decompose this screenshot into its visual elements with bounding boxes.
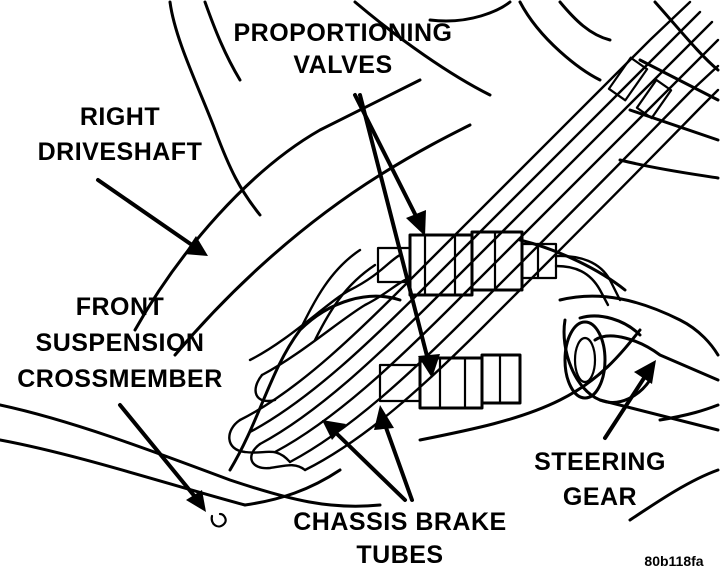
label-proportioning-valves: PROPORTIONING VALVES: [233, 19, 452, 79]
brake-tube-bundle: [228, 0, 720, 472]
steering-gear: [562, 314, 720, 432]
label-crossmember-line1: FRONT: [76, 293, 165, 321]
chassis-outline: [0, 0, 720, 522]
label-crossmember-line2: SUSPENSION: [36, 329, 205, 357]
label-right-driveshaft: RIGHT DRIVESHAFT: [38, 103, 203, 166]
label-front-suspension-crossmember: FRONT SUSPENSION CROSSMEMBER: [17, 293, 223, 393]
label-steering-gear-line2: GEAR: [563, 483, 637, 511]
label-proportioning-valves-line2: VALVES: [293, 51, 392, 79]
label-brake-tubes-line2: TUBES: [356, 541, 443, 569]
label-steering-gear-line1: STEERING: [534, 448, 666, 476]
label-right-driveshaft-line2: DRIVESHAFT: [38, 138, 203, 166]
label-proportioning-valves-line1: PROPORTIONING: [233, 19, 452, 47]
label-brake-tubes-line1: CHASSIS BRAKE: [293, 508, 506, 536]
leader-arrows: [96, 93, 656, 528]
figure-id: 80b118fa: [644, 553, 703, 569]
label-crossmember-line3: CROSSMEMBER: [17, 365, 223, 393]
label-steering-gear: STEERING GEAR: [534, 448, 666, 511]
label-chassis-brake-tubes: CHASSIS BRAKE TUBES: [293, 508, 506, 569]
label-right-driveshaft-line1: RIGHT: [80, 103, 160, 131]
